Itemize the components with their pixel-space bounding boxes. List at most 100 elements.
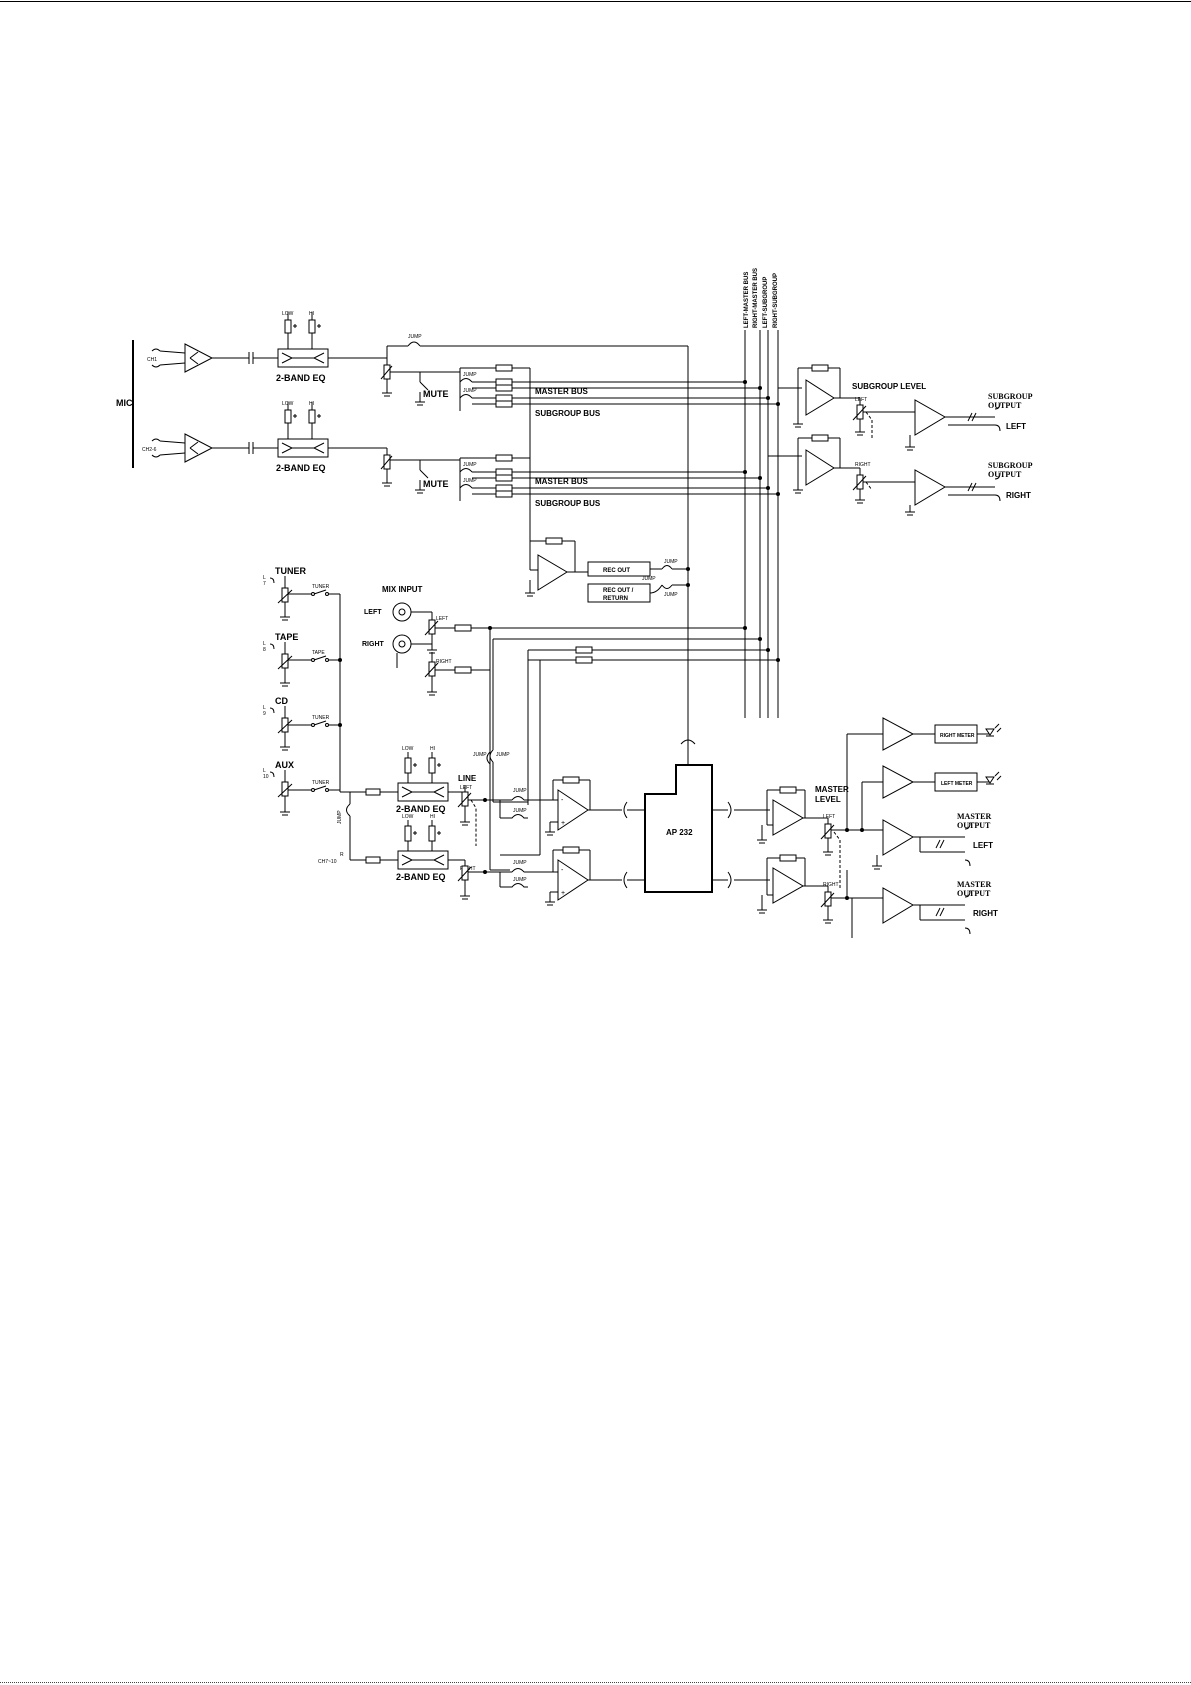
tape-label: TAPE [275, 632, 298, 642]
aux-ch-n: 10 [263, 774, 269, 780]
subgroup-right-output-l2: OUTPUT [988, 470, 1022, 479]
mic-label: MIC [116, 398, 133, 408]
left-meter-label: LEFT METER [941, 781, 973, 787]
rec-out-amp [537, 554, 568, 591]
eq-block-line-r: LOW HI 2-BAND EQ R CH7~10 [318, 814, 449, 882]
opamp-l-minus: - [561, 797, 564, 804]
eq1-low-label: LOW [282, 311, 294, 317]
ch2-6-preamp [184, 433, 214, 463]
bus-label-right-subgroup: RIGHT-SUBGROUP [773, 273, 779, 328]
rec-jump-c: JUMP [664, 592, 678, 598]
eq1-hi-label: HI [309, 311, 314, 317]
mix-left-label: LEFT [364, 609, 382, 616]
subgroup-left-output-side: LEFT [1006, 422, 1026, 431]
eq-line-r-low: LOW [402, 814, 414, 820]
top-rule [0, 1, 1191, 2]
master-left-output-l2: OUTPUT [957, 821, 991, 830]
aux-ch-l: L [263, 768, 266, 774]
tuner-ch-n: 7 [263, 581, 266, 587]
master-left-output-l1: MASTER [957, 812, 991, 821]
aux-switch-label: TUNER [312, 780, 330, 786]
line-opamps: JUMP JUMP - + JUMP JUMP - + [499, 776, 645, 906]
rec-out-label: REC OUT [603, 568, 630, 574]
subgroup-right-path: RIGHT SUBGROUP OUTPUT RIGHT [768, 434, 1033, 516]
ch2-6-master-bus: MASTER BUS [535, 477, 589, 486]
bus-label-left-master: LEFT-MASTER BUS [744, 272, 750, 328]
left-meter-amp [882, 765, 915, 799]
ch1-routing: JUMP MUTE JUMP JUMP MASTER BU [380, 334, 778, 735]
master-right-output-l1: MASTER [957, 880, 991, 889]
master-left-output-side: LEFT [973, 841, 993, 850]
master-right-output-side: RIGHT [973, 909, 998, 918]
ch1-master-bus: MASTER BUS [535, 387, 589, 396]
right-meter-label: RIGHT METER [940, 733, 975, 739]
subgroup-left-output-l1: SUBGROUP [988, 392, 1033, 401]
rec-return-l1: REC OUT / [603, 588, 634, 594]
master-right-output-amp [882, 887, 914, 924]
master-right-amp [772, 867, 804, 904]
ch1-jump-b: JUMP [463, 388, 477, 394]
eq2-low-label: LOW [282, 401, 294, 407]
subgroup-level-label: SUBGROUP LEVEL [852, 382, 926, 391]
rec-return-l2: RETURN [603, 596, 628, 602]
ch2-6-input: CH2-6 [142, 433, 278, 463]
rec-jump-b: JUMP [642, 576, 656, 582]
lo-jump-1: JUMP [513, 788, 527, 794]
right-meter-amp [882, 717, 915, 751]
subgroup-pot-right: RIGHT [855, 462, 871, 468]
ch1-input: CH1 [147, 343, 278, 373]
line-sources: L 7 TUNER TUNER L 8 TAPE TAPE L 9 [263, 566, 398, 861]
ch1-jump-a: JUMP [463, 372, 477, 378]
master-left-amp [772, 799, 804, 836]
master-right-output-l2: OUTPUT [957, 889, 991, 898]
subgroup-right-output-amp [914, 469, 946, 506]
eq2-hi-label: HI [309, 401, 314, 407]
line-opamp-left [557, 789, 589, 831]
ch1-label: CH1 [147, 357, 157, 363]
eq1-label: 2-BAND EQ [276, 373, 326, 383]
ch2-6-routing: MUTE JUMP JUMP MASTER BUS SUBGROUP BUS [380, 448, 778, 508]
aux-label: AUX [275, 760, 294, 770]
master-left-path: LEFT MASTER LEVEL MASTER OUTPUT LEFT [757, 733, 993, 890]
subgroup-right-output-side: RIGHT [1006, 491, 1031, 500]
mix-input-section: MIX INPUT LEFT RIGHT LEFT RIGHT [362, 585, 747, 871]
lo-jump-2: JUMP [513, 808, 527, 814]
eq2-label: 2-BAND EQ [276, 463, 326, 473]
eq-block-line-l: LOW HI 2-BAND EQ [396, 746, 449, 814]
line-opamp-right [557, 859, 589, 901]
mix-pot-right: RIGHT [436, 659, 452, 665]
subgroup-left-output-amp [914, 399, 946, 436]
mix-input-label: MIX INPUT [382, 585, 423, 594]
opamp-r-minus: - [561, 867, 564, 874]
line-pot-left-label: LEFT [460, 785, 472, 791]
ch1-jump-label: JUMP [408, 334, 422, 340]
ap232-processor: AP 232 [644, 735, 770, 893]
line-level-pots: LINE LEFT RIGHT [448, 774, 505, 900]
rec-jump-a: JUMP [664, 559, 678, 565]
subgroup-pot-left: LEFT [855, 397, 867, 403]
ch2-6-jump-a: JUMP [463, 462, 477, 468]
mix-pot-left: LEFT [436, 616, 448, 622]
ch2-6-subgroup-bus: SUBGROUP BUS [535, 499, 601, 508]
bus-label-left-subgroup: LEFT-SUBGROUP [763, 277, 769, 328]
subgroup-left-summing-amp [805, 379, 835, 416]
ch1-subgroup-bus: SUBGROUP BUS [535, 409, 601, 418]
ch2-6-mute-label: MUTE [423, 479, 449, 489]
line-jump-b: JUMP [496, 752, 510, 758]
master-pot-right: RIGHT [823, 882, 839, 888]
rec-out-section: REC OUT REC OUT / RETURN JUMP JUMP JUMP [525, 537, 690, 603]
ch7-10-label: CH7~10 [318, 859, 337, 865]
ch1-mute-label: MUTE [423, 389, 449, 399]
master-pot-left: LEFT [823, 814, 835, 820]
ch1-preamp [184, 343, 214, 373]
master-level-l2: LEVEL [815, 795, 841, 804]
line-bus-feeds: JUMP JUMP [473, 637, 780, 856]
eq-block-2: LOW HI 2-BAND EQ [276, 401, 387, 473]
subgroup-left-output-l2: OUTPUT [988, 401, 1022, 410]
mix-right-label: RIGHT [362, 641, 385, 648]
cd-ch-n: 9 [263, 711, 266, 717]
bus-label-right-master: RIGHT-MASTER BUS [753, 268, 759, 328]
lo-jump-4: JUMP [513, 877, 527, 883]
line-jump-a: JUMP [473, 752, 487, 758]
